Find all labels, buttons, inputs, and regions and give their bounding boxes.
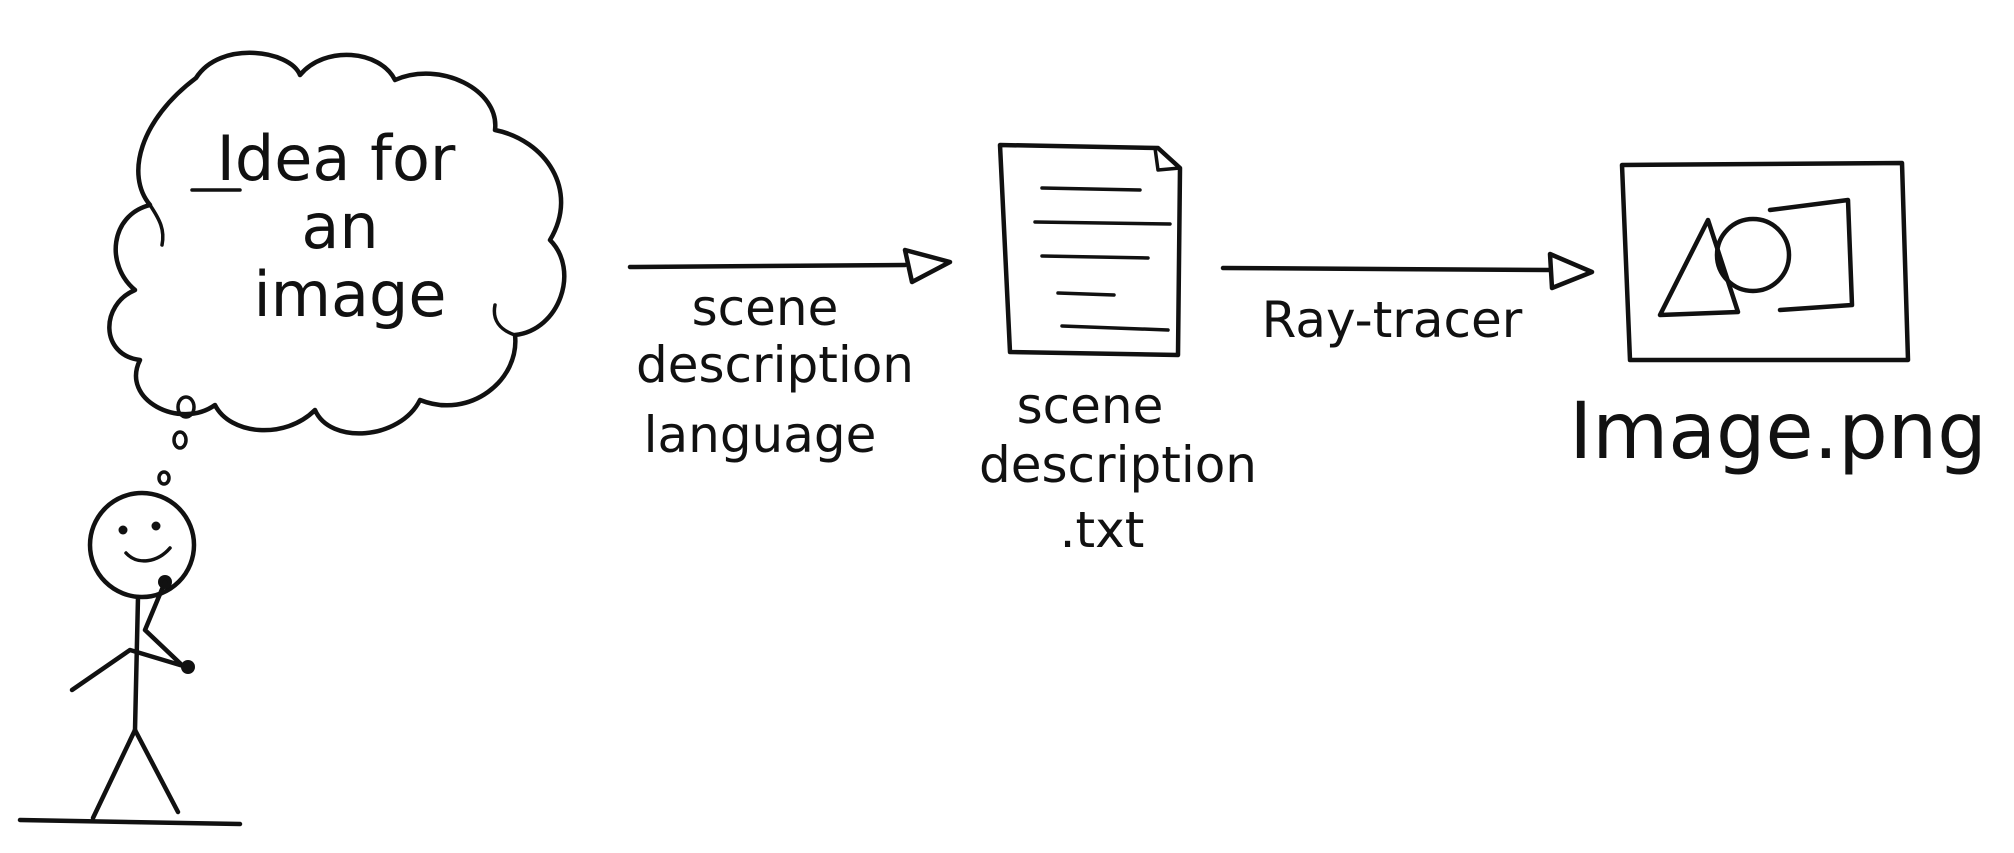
arrow1-label-line1: scene xyxy=(692,279,839,337)
ground-line xyxy=(17,817,243,827)
cloud-text-line2: an xyxy=(301,190,378,263)
arrow-ray-tracer: Ray-tracer xyxy=(1220,251,1595,349)
document-icon: scene description .txt xyxy=(979,142,1257,559)
arrow1-head xyxy=(902,247,953,285)
document-label-line3: .txt xyxy=(1060,501,1145,559)
document-label-line1: scene xyxy=(1017,377,1164,435)
figure-head xyxy=(87,490,197,600)
figure-arm-raised xyxy=(142,579,188,671)
output-label: Image.png xyxy=(1569,387,1987,477)
figure-leg-left xyxy=(90,727,138,821)
cloud-outline xyxy=(107,50,567,436)
document-fold xyxy=(1153,146,1182,172)
figure-hand-dot xyxy=(181,660,195,674)
image-frame xyxy=(1619,160,1911,363)
arrow2-head xyxy=(1547,251,1595,291)
cloud-inner-curl-right xyxy=(492,303,517,337)
arrow2-label: Ray-tracer xyxy=(1262,291,1523,349)
thought-dot-small xyxy=(157,470,171,486)
figure-arm-folded xyxy=(69,647,193,693)
document-label-line2: description xyxy=(979,436,1257,494)
thought-cloud: Idea for an image xyxy=(107,50,567,436)
output-image-icon: Image.png xyxy=(1569,160,1987,477)
figure-body xyxy=(132,594,141,733)
document-text-line-4 xyxy=(1056,291,1116,297)
arrow1-label-line2: description xyxy=(636,336,914,394)
cloud-text-line3: image xyxy=(253,258,446,331)
image-triangle xyxy=(1657,217,1741,318)
document-text-line-3 xyxy=(1040,254,1150,260)
arrow-scene-language: scene description language xyxy=(627,247,953,464)
thought-dot-large xyxy=(176,395,196,419)
arrow1-label-line3: language xyxy=(644,406,877,464)
document-text-line-2 xyxy=(1033,220,1172,226)
cloud-inner-curl-left xyxy=(148,203,165,247)
image-circle xyxy=(1714,216,1792,294)
thought-dots xyxy=(157,395,196,486)
image-square xyxy=(1767,197,1855,313)
figure-smile xyxy=(124,546,172,563)
cloud-text-line1: Idea for xyxy=(217,122,456,195)
figure-leg-right xyxy=(132,727,181,815)
thought-dot-medium xyxy=(172,430,188,450)
document-text-line-1 xyxy=(1040,186,1142,192)
figure-eye-right xyxy=(151,521,161,531)
figure-eye-left xyxy=(118,525,128,535)
arrow2-shaft xyxy=(1220,265,1553,273)
stick-figure xyxy=(17,490,243,827)
document-page xyxy=(997,142,1183,358)
document-text-line-5 xyxy=(1060,324,1170,332)
arrow1-shaft xyxy=(627,262,908,270)
